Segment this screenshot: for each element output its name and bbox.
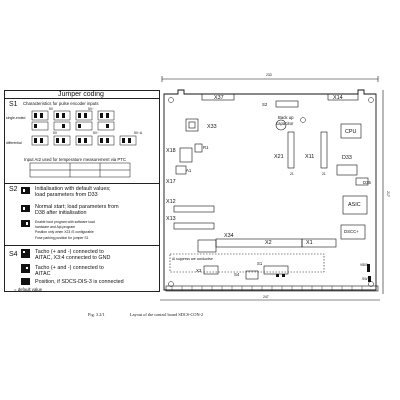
s1-jumper-blocks — [29, 110, 137, 178]
figure-caption: Layout of the control board SDCS-CON-2 — [130, 312, 204, 317]
label-backup: Back up — [278, 115, 294, 120]
s1-foot-b: 5V↑ — [93, 131, 99, 135]
s2-jumper-icons — [21, 187, 30, 227]
jumper-title: Jumper coding — [58, 91, 104, 98]
s1-col-b: 5V↑ — [88, 107, 94, 111]
label-cpu: CPU — [345, 129, 357, 135]
jumper-title-divider — [4, 98, 159, 99]
dim-bottom: 247 — [263, 295, 269, 299]
s2-s4-divider — [4, 245, 159, 246]
s1-foot-c: 5V↑A — [134, 131, 143, 135]
ai-suppress-note: AI suppress are conductive — [172, 257, 213, 261]
s2-desc-6: hardware and Apl-program — [35, 225, 76, 229]
label-x2: X2 — [265, 240, 272, 246]
s2-desc-3: Normal start; load parameters from — [35, 204, 119, 210]
label-x1: X1 — [306, 240, 313, 246]
s4-label: S4 — [9, 251, 18, 258]
label-s2: S2 — [262, 102, 268, 107]
s1-col-a: 5V — [49, 107, 54, 111]
label-pin-21a: 21 — [290, 172, 294, 176]
figure-number: Fig. 3.2/1 — [88, 312, 105, 317]
label-x11: X11 — [305, 154, 315, 160]
label-s4: S4 — [234, 272, 240, 277]
s1-ptc-note: Input AI2 used for temperature measureme… — [24, 157, 126, 162]
s2-desc-1: Initialisation with default values; — [35, 186, 111, 192]
label-d33: D33 — [342, 155, 352, 161]
s4-desc-5: Position, if SDCS-DIS-3 is connected — [35, 279, 124, 285]
s1-label: S1 — [9, 101, 18, 108]
label-r1: R1 — [203, 145, 209, 150]
label-s1: S1 — [257, 261, 263, 266]
s1-single-ended: single-ended — [6, 116, 26, 120]
label-x12: X12 — [166, 199, 176, 205]
s1-s2-divider — [4, 183, 159, 184]
label-x18: X18 — [166, 148, 176, 154]
label-capacitor: capacitor — [276, 121, 294, 126]
jumper-coding-panel — [4, 90, 160, 292]
label-x3: X3 — [196, 268, 202, 273]
label-x37: X37 — [214, 95, 224, 101]
s1-foot-a: 5V — [53, 131, 58, 135]
dim-right: 217 — [385, 191, 390, 197]
label-sw: SW — [362, 277, 368, 281]
label-x33: X33 — [207, 124, 217, 130]
s4-desc-2: AITAC, X3:4 connected to GND — [35, 255, 111, 261]
label-v800: V800 — [360, 263, 368, 267]
s4-default-note: = default value — [14, 287, 43, 292]
label-x14: X14 — [333, 95, 343, 101]
label-a1: A1 — [186, 168, 192, 173]
label-asic: ASIC — [348, 202, 361, 208]
label-dscc: DSCC+ — [344, 229, 359, 234]
label-x34: X34 — [224, 233, 234, 239]
s2-desc-2: load parameters from D33 — [35, 192, 98, 198]
board-outline — [160, 76, 384, 301]
label-x21: X21 — [274, 154, 284, 160]
s4-desc-1: Tacho (+ and -) connected to — [35, 249, 104, 255]
label-pin-21b: 21 — [322, 172, 326, 176]
s1-differential: differential — [6, 141, 22, 145]
s2-desc-4: D38 after initialisation — [35, 210, 87, 216]
s2-label: S2 — [9, 186, 18, 193]
s4-jumper-icons — [21, 249, 30, 285]
s1-description: Characteristics for pulse encoder inputs — [23, 101, 99, 106]
s4-desc-4: AITAC — [35, 271, 51, 277]
label-x13: X13 — [166, 216, 176, 222]
s2-desc-7: Position only when X23 /S configurable — [35, 230, 94, 234]
label-x17: X17 — [166, 179, 176, 185]
s2-desc-5: Enable boot program with software load — [35, 220, 95, 224]
s2-desc-8: Fuse parking position for jumper S1 — [35, 236, 89, 240]
s4-desc-3: Tacho (+ and -) connected to — [35, 265, 104, 271]
label-d35: D35 — [363, 180, 371, 185]
dim-top: 233 — [266, 73, 272, 77]
